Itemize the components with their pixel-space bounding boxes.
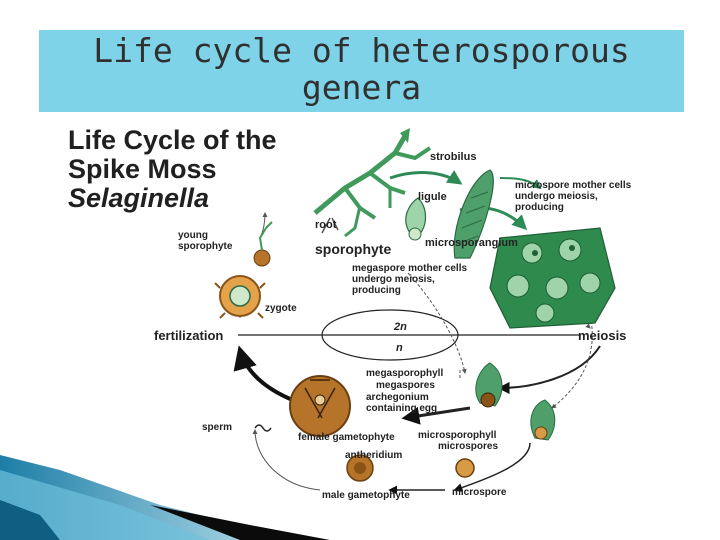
ligule-leaf [405, 197, 427, 241]
male-gametophyte [346, 454, 374, 482]
label-ligule: ligule [418, 191, 447, 203]
label-megaspore-mother-1: megaspore mother cells [352, 263, 467, 274]
microspore [455, 458, 475, 478]
label-meiosis: meiosis [578, 328, 626, 343]
microsporophyll [530, 399, 556, 441]
label-antheridium: antheridium [345, 450, 402, 461]
label-microspore-mother-3: producing [515, 202, 564, 213]
arrow-to-female-gametophyte [401, 406, 471, 425]
zygote [214, 275, 266, 319]
arrow-to-fertilization [233, 345, 301, 405]
label-microspore: microspore [452, 487, 507, 498]
label-archegonium-1: archegonium [366, 392, 429, 403]
label-megasporophyll: megasporophyll [366, 368, 443, 379]
label-zygote: zygote [265, 303, 297, 314]
figure-title: Life Cycle of the Spike Moss Selaginella [68, 126, 277, 213]
label-microspores: microspores [438, 441, 498, 452]
label-megaspore-mother-2: undergo meiosis, [352, 274, 435, 285]
label-strobilus: strobilus [430, 151, 476, 163]
label-young-sporophyte-1: young [178, 230, 208, 241]
life-cycle-figure: strobilus ligule root sporophyte microsp… [60, 118, 660, 503]
sperm-cell [254, 424, 272, 432]
label-diploid: 2n [393, 321, 407, 333]
figure-title-line-3: Selaginella [68, 183, 210, 213]
label-sperm: sperm [202, 422, 232, 433]
ploidy-oval [321, 309, 459, 361]
arrow-megaspore-mother [407, 272, 467, 374]
label-microsporophyll: microsporophyll [418, 430, 497, 441]
slide-title-band: Life cycle of heterosporous genera [39, 30, 684, 112]
arrow-meiosis-megaspores [497, 345, 601, 394]
figure-title-line-2: Spike Moss [68, 154, 217, 184]
label-female-gametophyte: female gametophyte [298, 432, 395, 443]
label-haploid: n [396, 342, 403, 354]
label-microspore-mother-1: microspore mother cells [515, 180, 632, 191]
arrow-sperm-path [252, 429, 321, 491]
label-microsporangium: microsporangium [425, 237, 518, 249]
label-megaspores: megaspores [376, 380, 435, 391]
label-young-sporophyte-2: sporophyte [178, 241, 233, 252]
figure-title-line-1: Life Cycle of the [68, 125, 277, 155]
label-fertilization: fertilization [154, 328, 223, 343]
young-sporophyte [253, 221, 273, 267]
female-gametophyte [289, 375, 351, 437]
label-sporophyte: sporophyte [315, 241, 391, 257]
label-microspore-mother-2: undergo meiosis, [515, 191, 598, 202]
megasporophyll [475, 362, 503, 408]
label-megaspore-mother-3: producing [352, 285, 401, 296]
microsporangium-block [489, 227, 616, 329]
arrow-strobilus-detail [499, 177, 542, 190]
arrow-to-strobilus [389, 170, 463, 185]
sporophyte-plant [313, 128, 432, 238]
slide-title: Life cycle of heterosporous genera [93, 31, 630, 107]
arrow-to-microspore [453, 442, 531, 492]
strobilus-cone [453, 169, 494, 259]
label-archegonium-2: containing egg [366, 403, 437, 414]
label-male-gametophyte: male gametophyte [322, 490, 410, 501]
life-cycle-diagram: strobilus ligule root sporophyte microsp… [154, 128, 632, 501]
label-root: root [315, 219, 337, 231]
